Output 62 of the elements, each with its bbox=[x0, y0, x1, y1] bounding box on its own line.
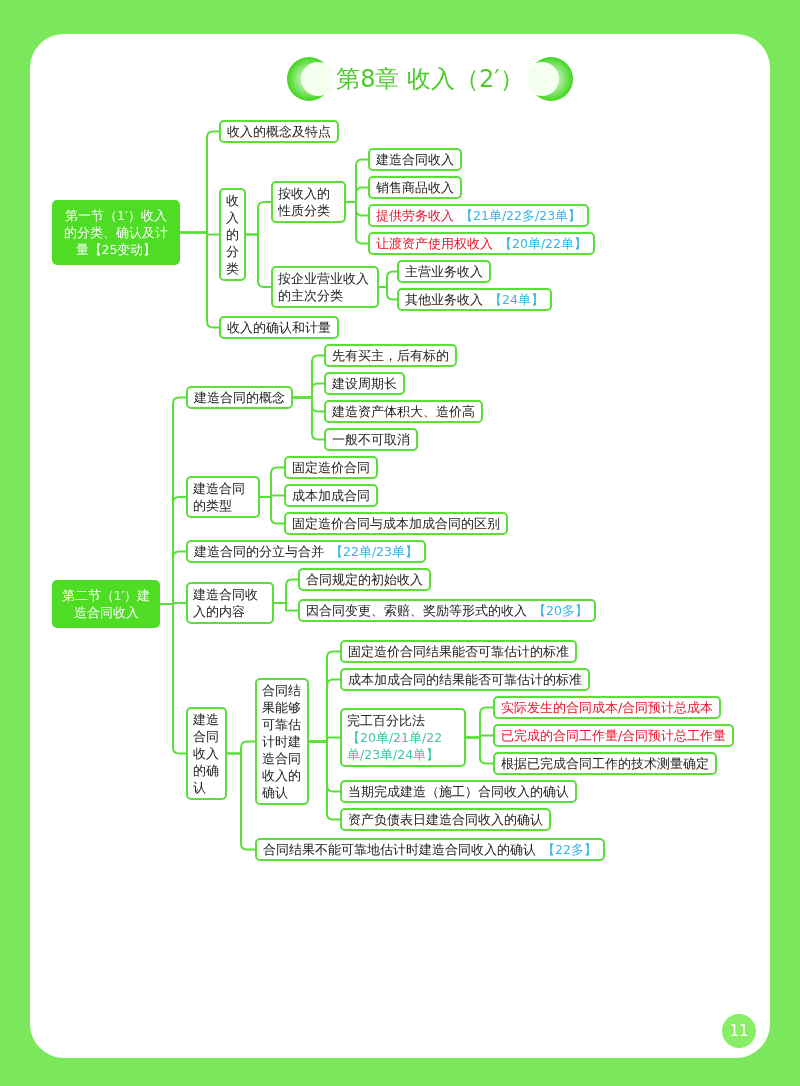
topic-box: 建造合同收入的确认 bbox=[186, 707, 227, 800]
exam-tag: 【20单/21单/22单/23单/24单】 bbox=[347, 729, 459, 763]
topic-box: 主营业务收入 bbox=[397, 260, 491, 283]
topic-box: 固定造价合同结果能否可靠估计的标准 bbox=[340, 640, 577, 663]
topic-box: 收入的确认和计量 bbox=[219, 316, 339, 339]
topic-box: 先有买主，后有标的 bbox=[324, 344, 457, 367]
topic-box: 当期完成建造（施工）合同收入的确认 bbox=[340, 780, 577, 803]
exam-tag: 【21单/22多/23单】 bbox=[460, 208, 582, 223]
topic-box: 合同结果能够可靠估计时建造合同收入的确认 bbox=[255, 678, 309, 805]
connector-line bbox=[179, 231, 220, 329]
topic-box: 收入的概念及特点 bbox=[219, 120, 339, 143]
exam-tag: 【20单/22单】 bbox=[499, 236, 588, 251]
topic-box bbox=[255, 838, 605, 861]
connector-line bbox=[159, 603, 187, 755]
topic-box: 建造合同收入的内容 bbox=[186, 582, 274, 624]
topic-box: 成本加成合同 bbox=[284, 484, 378, 507]
topic-box: 根据已完成合同工作的技术测量确定 bbox=[493, 752, 717, 775]
topic-box: 收入的分类 bbox=[219, 188, 246, 281]
topic-box: 一般不可取消 bbox=[324, 428, 418, 451]
topic-box: 成本加成合同的结果能否可靠估计的标准 bbox=[340, 668, 590, 691]
topic-box: 实际发生的合同成本/合同预计总成本 bbox=[493, 696, 722, 719]
topic-box: 资产负债表日建造合同收入的确认 bbox=[340, 808, 551, 831]
topic-box: 销售商品收入 bbox=[368, 176, 462, 199]
exam-tag: 【22单/23单】 bbox=[330, 544, 419, 559]
connector-line bbox=[292, 396, 325, 441]
topic-text: 提供劳务收入 bbox=[376, 208, 454, 223]
connector-line bbox=[465, 736, 494, 765]
topic-box bbox=[298, 599, 596, 622]
connector-line bbox=[345, 201, 369, 245]
connector-line bbox=[245, 233, 272, 288]
exam-tag: 【20多】 bbox=[533, 603, 588, 618]
topic-text: 让渡资产使用权收入 bbox=[376, 236, 493, 251]
connector-line bbox=[259, 496, 285, 525]
topic-box bbox=[397, 288, 552, 311]
topic-box: 建设周期长 bbox=[324, 372, 405, 395]
topic-box: 固定造价合同 bbox=[284, 456, 378, 479]
chapter-title: 第8章 收入（2′） bbox=[335, 64, 525, 95]
topic-box bbox=[340, 708, 466, 767]
topic-box: 合同规定的初始收入 bbox=[298, 568, 431, 591]
exam-tag: 【22多】 bbox=[542, 842, 597, 857]
topic-text: 合同结果不能可靠地估计时建造合同收入的确认 bbox=[263, 842, 536, 857]
topic-box bbox=[368, 204, 590, 227]
connector-line bbox=[273, 602, 299, 612]
exam-tag: 【24单】 bbox=[489, 292, 544, 307]
section-box: 第二节（1′）建造合同收入 bbox=[52, 580, 160, 628]
connector-line bbox=[378, 286, 398, 301]
topic-text: 完工百分比法 bbox=[347, 713, 425, 728]
topic-text: 建造合同的分立与合并 bbox=[194, 544, 324, 559]
topic-box: 建造资产体积大、造价高 bbox=[324, 400, 483, 423]
topic-box: 已完成的合同工作量/合同预计总工作量 bbox=[493, 724, 735, 747]
topic-box: 按收入的性质分类 bbox=[271, 181, 346, 223]
topic-box bbox=[186, 540, 427, 563]
topic-text: 其他业务收入 bbox=[405, 292, 483, 307]
topic-box: 建造合同收入 bbox=[368, 148, 462, 171]
topic-box: 按企业营业收入的主次分类 bbox=[271, 266, 379, 308]
section-box: 第一节（1′）收入的分类、确认及计量【25变动】 bbox=[52, 200, 180, 265]
topic-box: 固定造价合同与成本加成合同的区别 bbox=[284, 512, 508, 535]
connector-line bbox=[308, 740, 341, 821]
topic-text: 因合同变更、索赔、奖励等形式的收入 bbox=[306, 603, 527, 618]
topic-box: 建造合同的类型 bbox=[186, 476, 260, 518]
topic-box bbox=[368, 232, 596, 255]
topic-box: 建造合同的概念 bbox=[186, 386, 293, 409]
